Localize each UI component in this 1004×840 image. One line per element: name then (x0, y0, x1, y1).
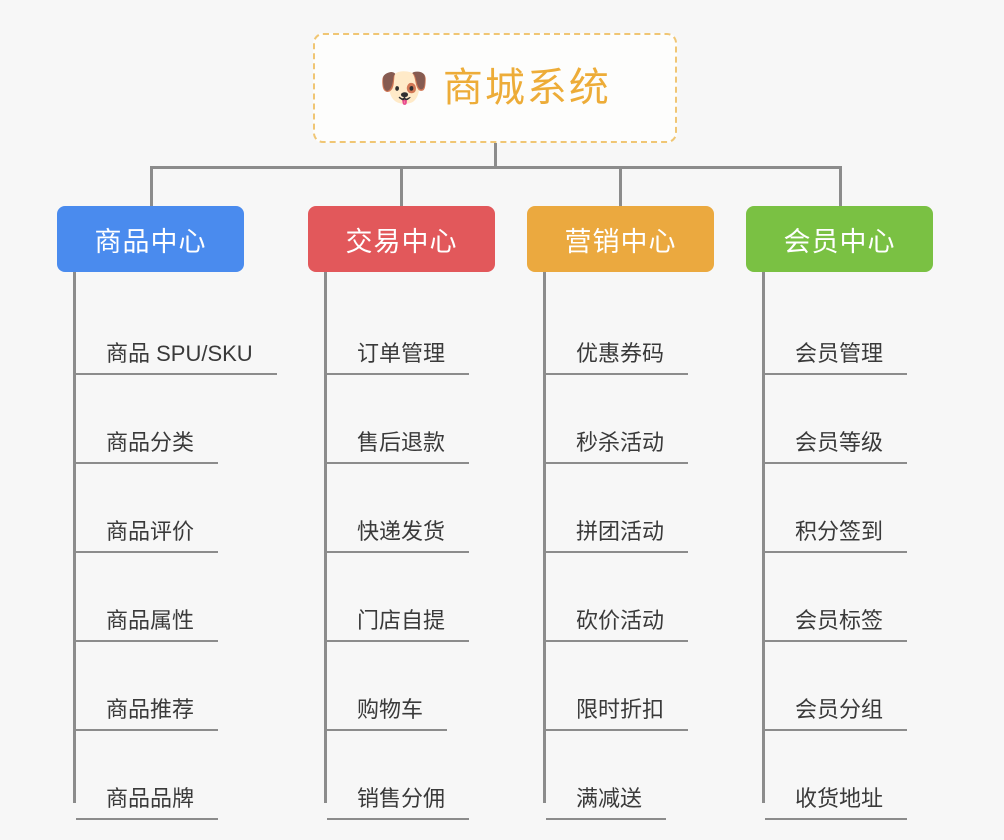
list-item[interactable]: 收货地址 (762, 731, 933, 820)
leaf-label: 购物车 (327, 696, 448, 731)
branch-header-product[interactable]: 商品中心 (57, 206, 244, 272)
leaf-list-marketing: 优惠券码 秒杀活动 拼团活动 砍价活动 限时折扣 满减送 (543, 272, 714, 820)
leaf-label: 商品分类 (76, 429, 219, 464)
dog-face-icon: 🐶 (379, 66, 429, 110)
connector-drop-4 (839, 166, 842, 206)
leaf-list-trade: 订单管理 售后退款 快递发货 门店自提 购物车 销售分佣 (324, 272, 495, 820)
leaf-label: 拼团活动 (546, 518, 689, 553)
leaf-trunk-line (543, 272, 546, 803)
list-item[interactable]: 商品 SPU/SKU (73, 286, 277, 375)
list-item[interactable]: 会员等级 (762, 375, 933, 464)
list-item[interactable]: 商品推荐 (73, 642, 277, 731)
leaf-list-member: 会员管理 会员等级 积分签到 会员标签 会员分组 收货地址 (762, 272, 933, 820)
leaf-label: 商品推荐 (76, 696, 219, 731)
leaf-label: 售后退款 (327, 429, 470, 464)
connector-drop-2 (400, 166, 403, 206)
list-item[interactable]: 商品评价 (73, 464, 277, 553)
list-item[interactable]: 会员标签 (762, 553, 933, 642)
branch-header-trade[interactable]: 交易中心 (308, 206, 495, 272)
leaf-label: 商品属性 (76, 607, 219, 642)
leaf-label: 积分签到 (765, 518, 908, 553)
list-item[interactable]: 积分签到 (762, 464, 933, 553)
leaf-label: 会员分组 (765, 696, 908, 731)
leaf-label: 砍价活动 (546, 607, 689, 642)
connector-horizontal-bus (150, 166, 842, 169)
root-title: 商城系统 (442, 66, 611, 110)
root-node[interactable]: 🐶 商城系统 (313, 33, 677, 143)
list-item[interactable]: 满减送 (543, 731, 714, 820)
leaf-trunk-line (73, 272, 76, 803)
leaf-trunk-line (324, 272, 327, 803)
leaf-label: 商品 SPU/SKU (76, 340, 277, 375)
leaf-trunk-line (762, 272, 765, 803)
connector-drop-1 (150, 166, 153, 206)
list-item[interactable]: 限时折扣 (543, 642, 714, 731)
list-item[interactable]: 购物车 (324, 642, 495, 731)
leaf-label: 会员管理 (765, 340, 908, 375)
leaf-label: 会员标签 (765, 607, 908, 642)
leaf-label: 限时折扣 (546, 696, 689, 731)
leaf-label: 满减送 (546, 785, 667, 820)
leaf-label: 会员等级 (765, 429, 908, 464)
leaf-label: 销售分佣 (327, 785, 470, 820)
list-item[interactable]: 优惠券码 (543, 286, 714, 375)
branch-column-member: 会员中心 会员管理 会员等级 积分签到 会员标签 会员分组 收货地址 (746, 206, 933, 820)
list-item[interactable]: 快递发货 (324, 464, 495, 553)
list-item[interactable]: 拼团活动 (543, 464, 714, 553)
branch-header-marketing[interactable]: 营销中心 (527, 206, 714, 272)
list-item[interactable]: 售后退款 (324, 375, 495, 464)
list-item[interactable]: 销售分佣 (324, 731, 495, 820)
connector-root-stem (494, 143, 497, 168)
list-item[interactable]: 商品分类 (73, 375, 277, 464)
leaf-label: 商品评价 (76, 518, 219, 553)
branch-column-marketing: 营销中心 优惠券码 秒杀活动 拼团活动 砍价活动 限时折扣 满减送 (527, 206, 714, 820)
list-item[interactable]: 订单管理 (324, 286, 495, 375)
leaf-label: 商品品牌 (76, 785, 219, 820)
connector-drop-3 (619, 166, 622, 206)
leaf-label: 秒杀活动 (546, 429, 689, 464)
branch-column-product: 商品中心 商品 SPU/SKU 商品分类 商品评价 商品属性 商品推荐 商品品牌 (57, 206, 277, 820)
leaf-label: 优惠券码 (546, 340, 689, 375)
list-item[interactable]: 会员管理 (762, 286, 933, 375)
list-item[interactable]: 商品属性 (73, 553, 277, 642)
list-item[interactable]: 商品品牌 (73, 731, 277, 820)
list-item[interactable]: 会员分组 (762, 642, 933, 731)
leaf-label: 快递发货 (327, 518, 470, 553)
leaf-label: 收货地址 (765, 785, 908, 820)
list-item[interactable]: 门店自提 (324, 553, 495, 642)
leaf-list-product: 商品 SPU/SKU 商品分类 商品评价 商品属性 商品推荐 商品品牌 (73, 272, 277, 820)
list-item[interactable]: 秒杀活动 (543, 375, 714, 464)
leaf-label: 门店自提 (327, 607, 470, 642)
branch-header-member[interactable]: 会员中心 (746, 206, 933, 272)
branch-column-trade: 交易中心 订单管理 售后退款 快递发货 门店自提 购物车 销售分佣 (308, 206, 495, 820)
leaf-label: 订单管理 (327, 340, 470, 375)
list-item[interactable]: 砍价活动 (543, 553, 714, 642)
